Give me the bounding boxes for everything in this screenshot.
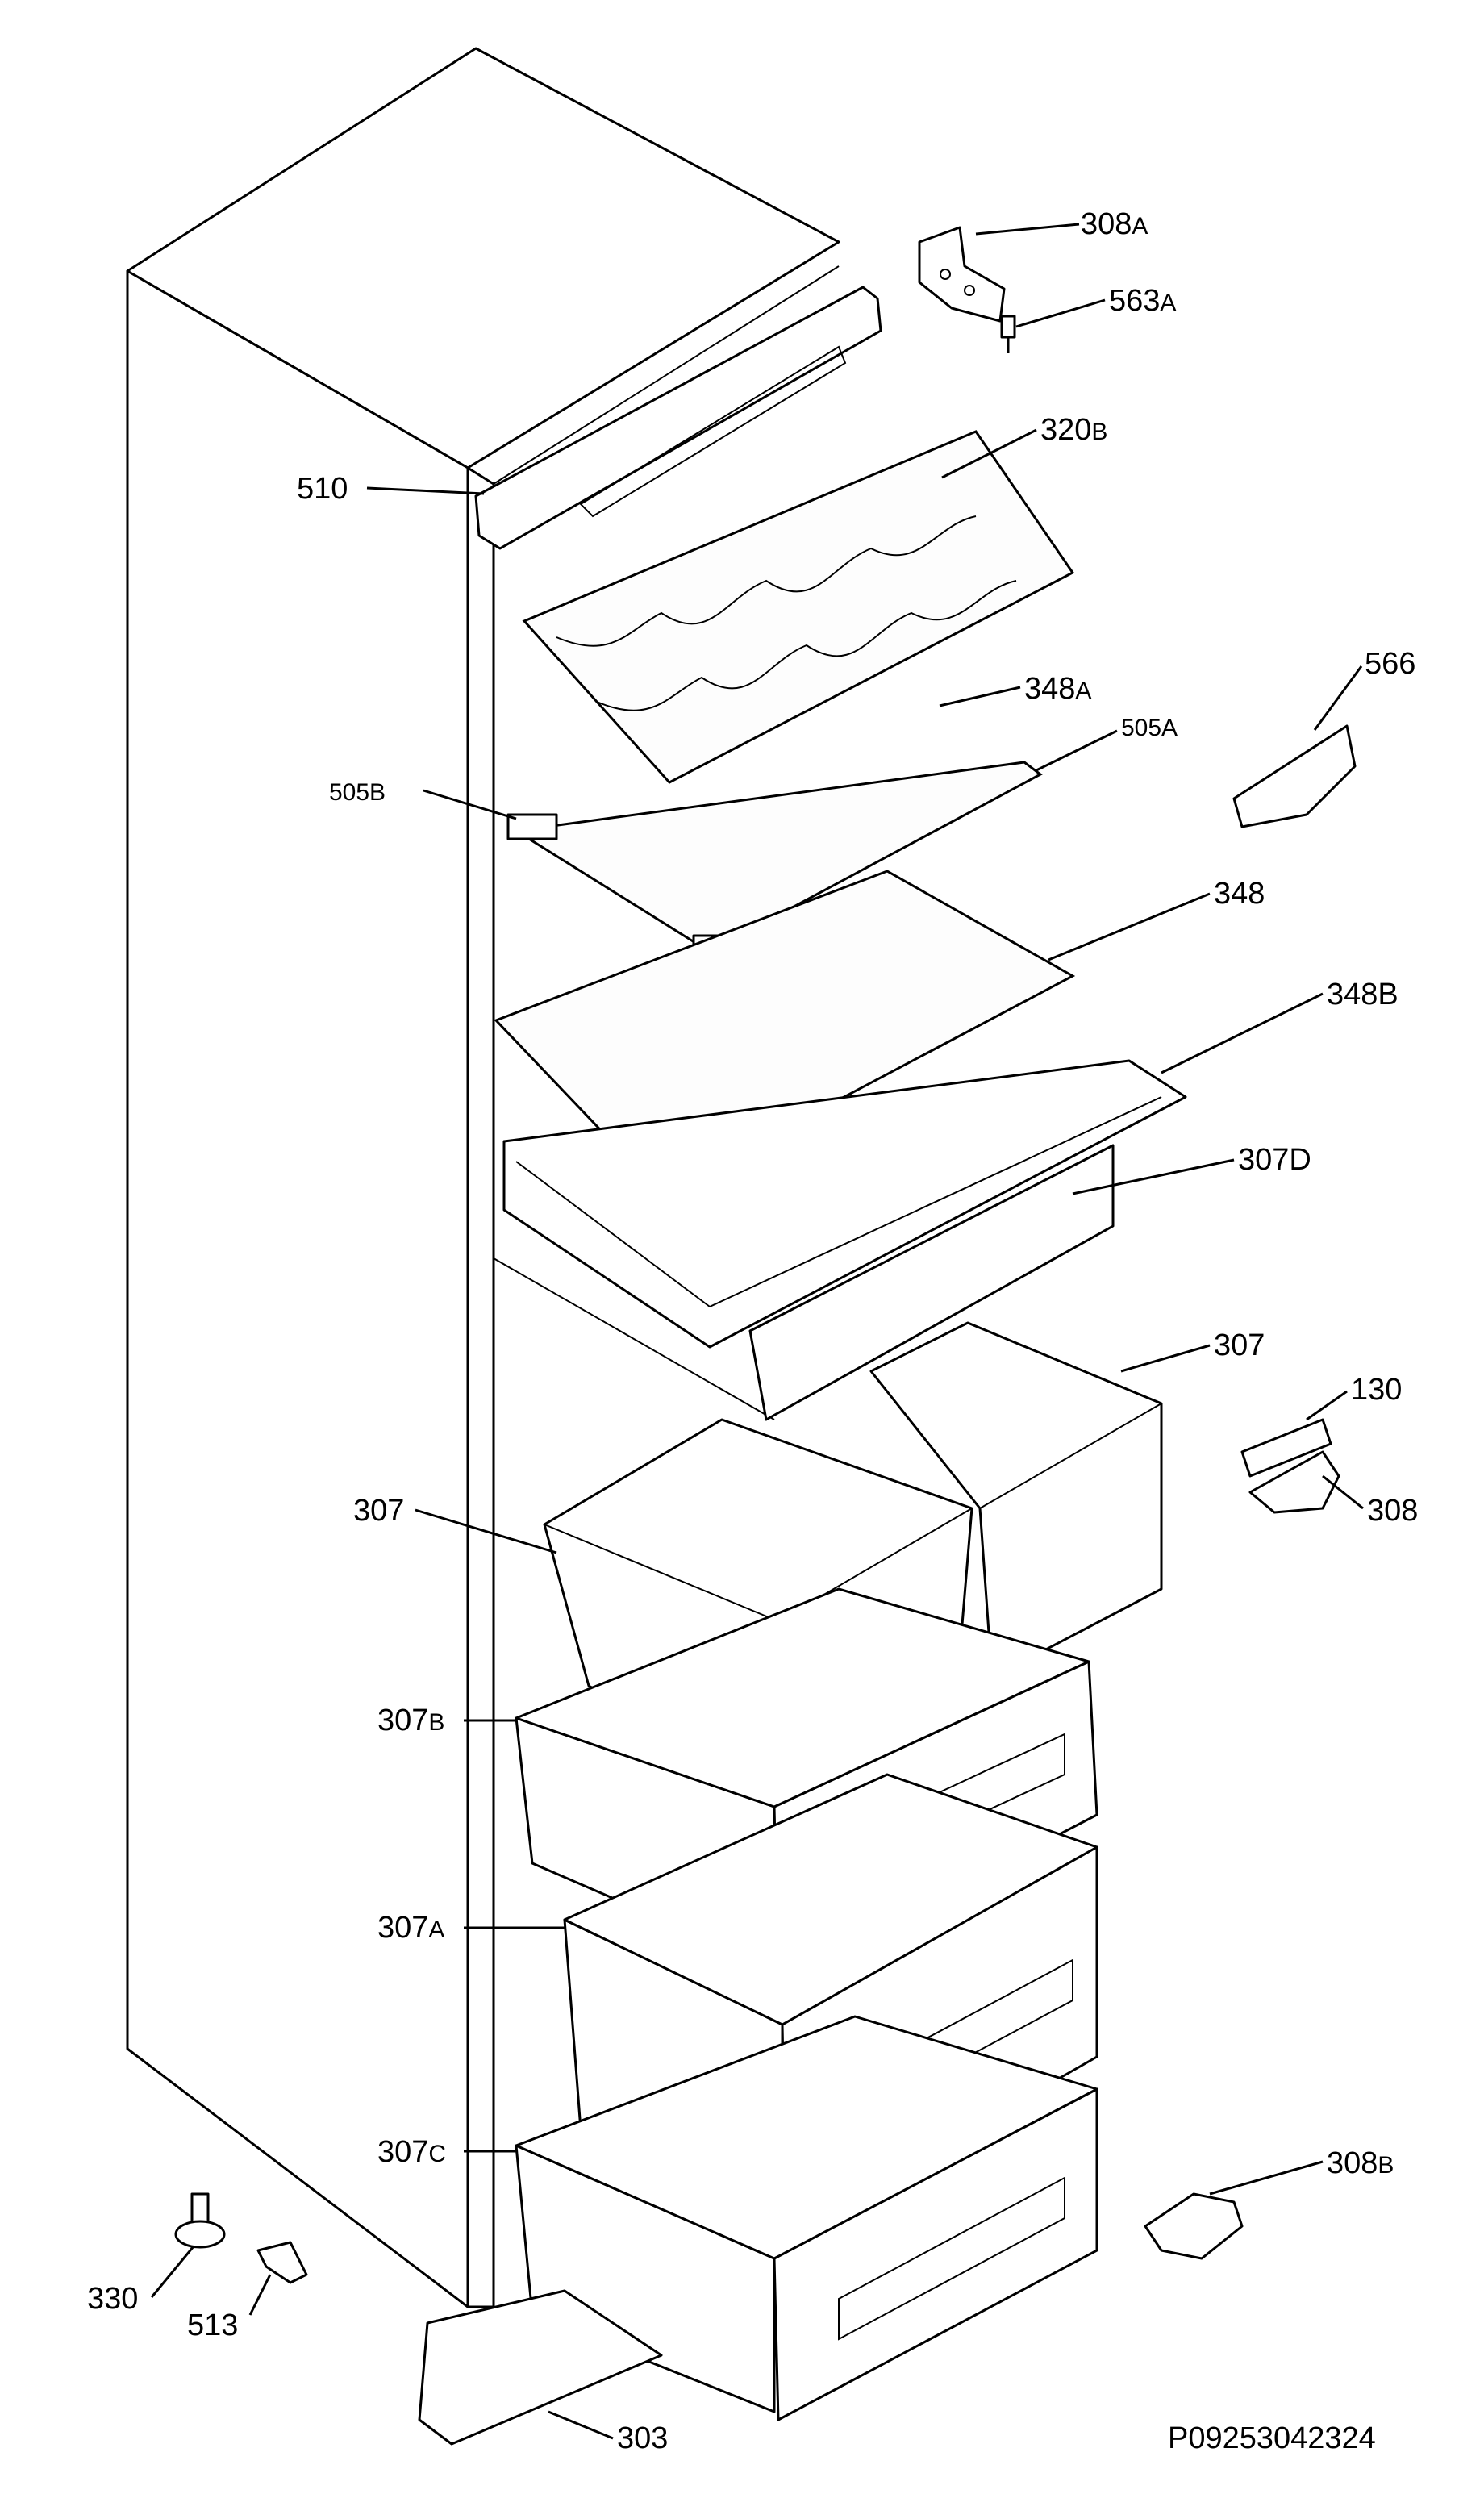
part-308b-lower-hinge <box>1144 2192 1244 2260</box>
label-130: 130 <box>1351 1373 1402 1407</box>
part-307d-cover <box>748 1144 1115 1421</box>
part-307c-drawer <box>515 2015 1098 2421</box>
part-303-plinth <box>418 2289 663 2446</box>
label-348b: 348B <box>1327 978 1399 1011</box>
label-566: 566 <box>1365 647 1415 681</box>
label-330: 330 <box>87 2282 138 2316</box>
label-307c: 307C <box>377 2135 446 2169</box>
part-308a-hinge <box>918 226 1006 323</box>
label-348: 348 <box>1214 877 1265 911</box>
leader-lines <box>150 223 1364 2440</box>
label-563a: 563A <box>1109 284 1176 318</box>
label-303: 303 <box>617 2421 668 2455</box>
label-308a: 308A <box>1081 207 1148 241</box>
label-307a: 307A <box>377 1911 444 1945</box>
part-563a-screw <box>1000 315 1016 353</box>
label-308: 308 <box>1367 1494 1418 1528</box>
label-307b: 307B <box>377 1704 444 1737</box>
label-348a: 348A <box>1024 672 1091 706</box>
part-510-top-trim <box>474 286 882 550</box>
document-code: P09253042324 <box>1168 2421 1376 2455</box>
part-513-clip <box>256 2241 308 2284</box>
label-307-left: 307 <box>353 1494 404 1528</box>
label-320b: 320B <box>1040 413 1107 447</box>
part-307-right-crisper <box>869 1321 1163 1679</box>
part-labels: 308A 563A 320B 510 566 348A 505A 505B 34… <box>87 207 1418 2455</box>
label-307d: 307D <box>1238 1143 1311 1177</box>
label-510: 510 <box>297 472 348 506</box>
cabinet <box>126 47 840 2308</box>
label-307-right: 307 <box>1214 1328 1265 1362</box>
part-130-308-hinge <box>1240 1418 1340 1514</box>
label-308b: 308B <box>1327 2146 1394 2180</box>
label-513: 513 <box>187 2308 238 2342</box>
part-320b-wine-rack <box>522 430 1075 784</box>
part-330-foot <box>174 2192 226 2249</box>
part-348b-shelf-frame <box>502 1059 1187 1349</box>
label-505b: 505B <box>329 779 386 806</box>
label-505a: 505A <box>1121 715 1178 741</box>
part-566-bracket <box>1232 724 1357 828</box>
